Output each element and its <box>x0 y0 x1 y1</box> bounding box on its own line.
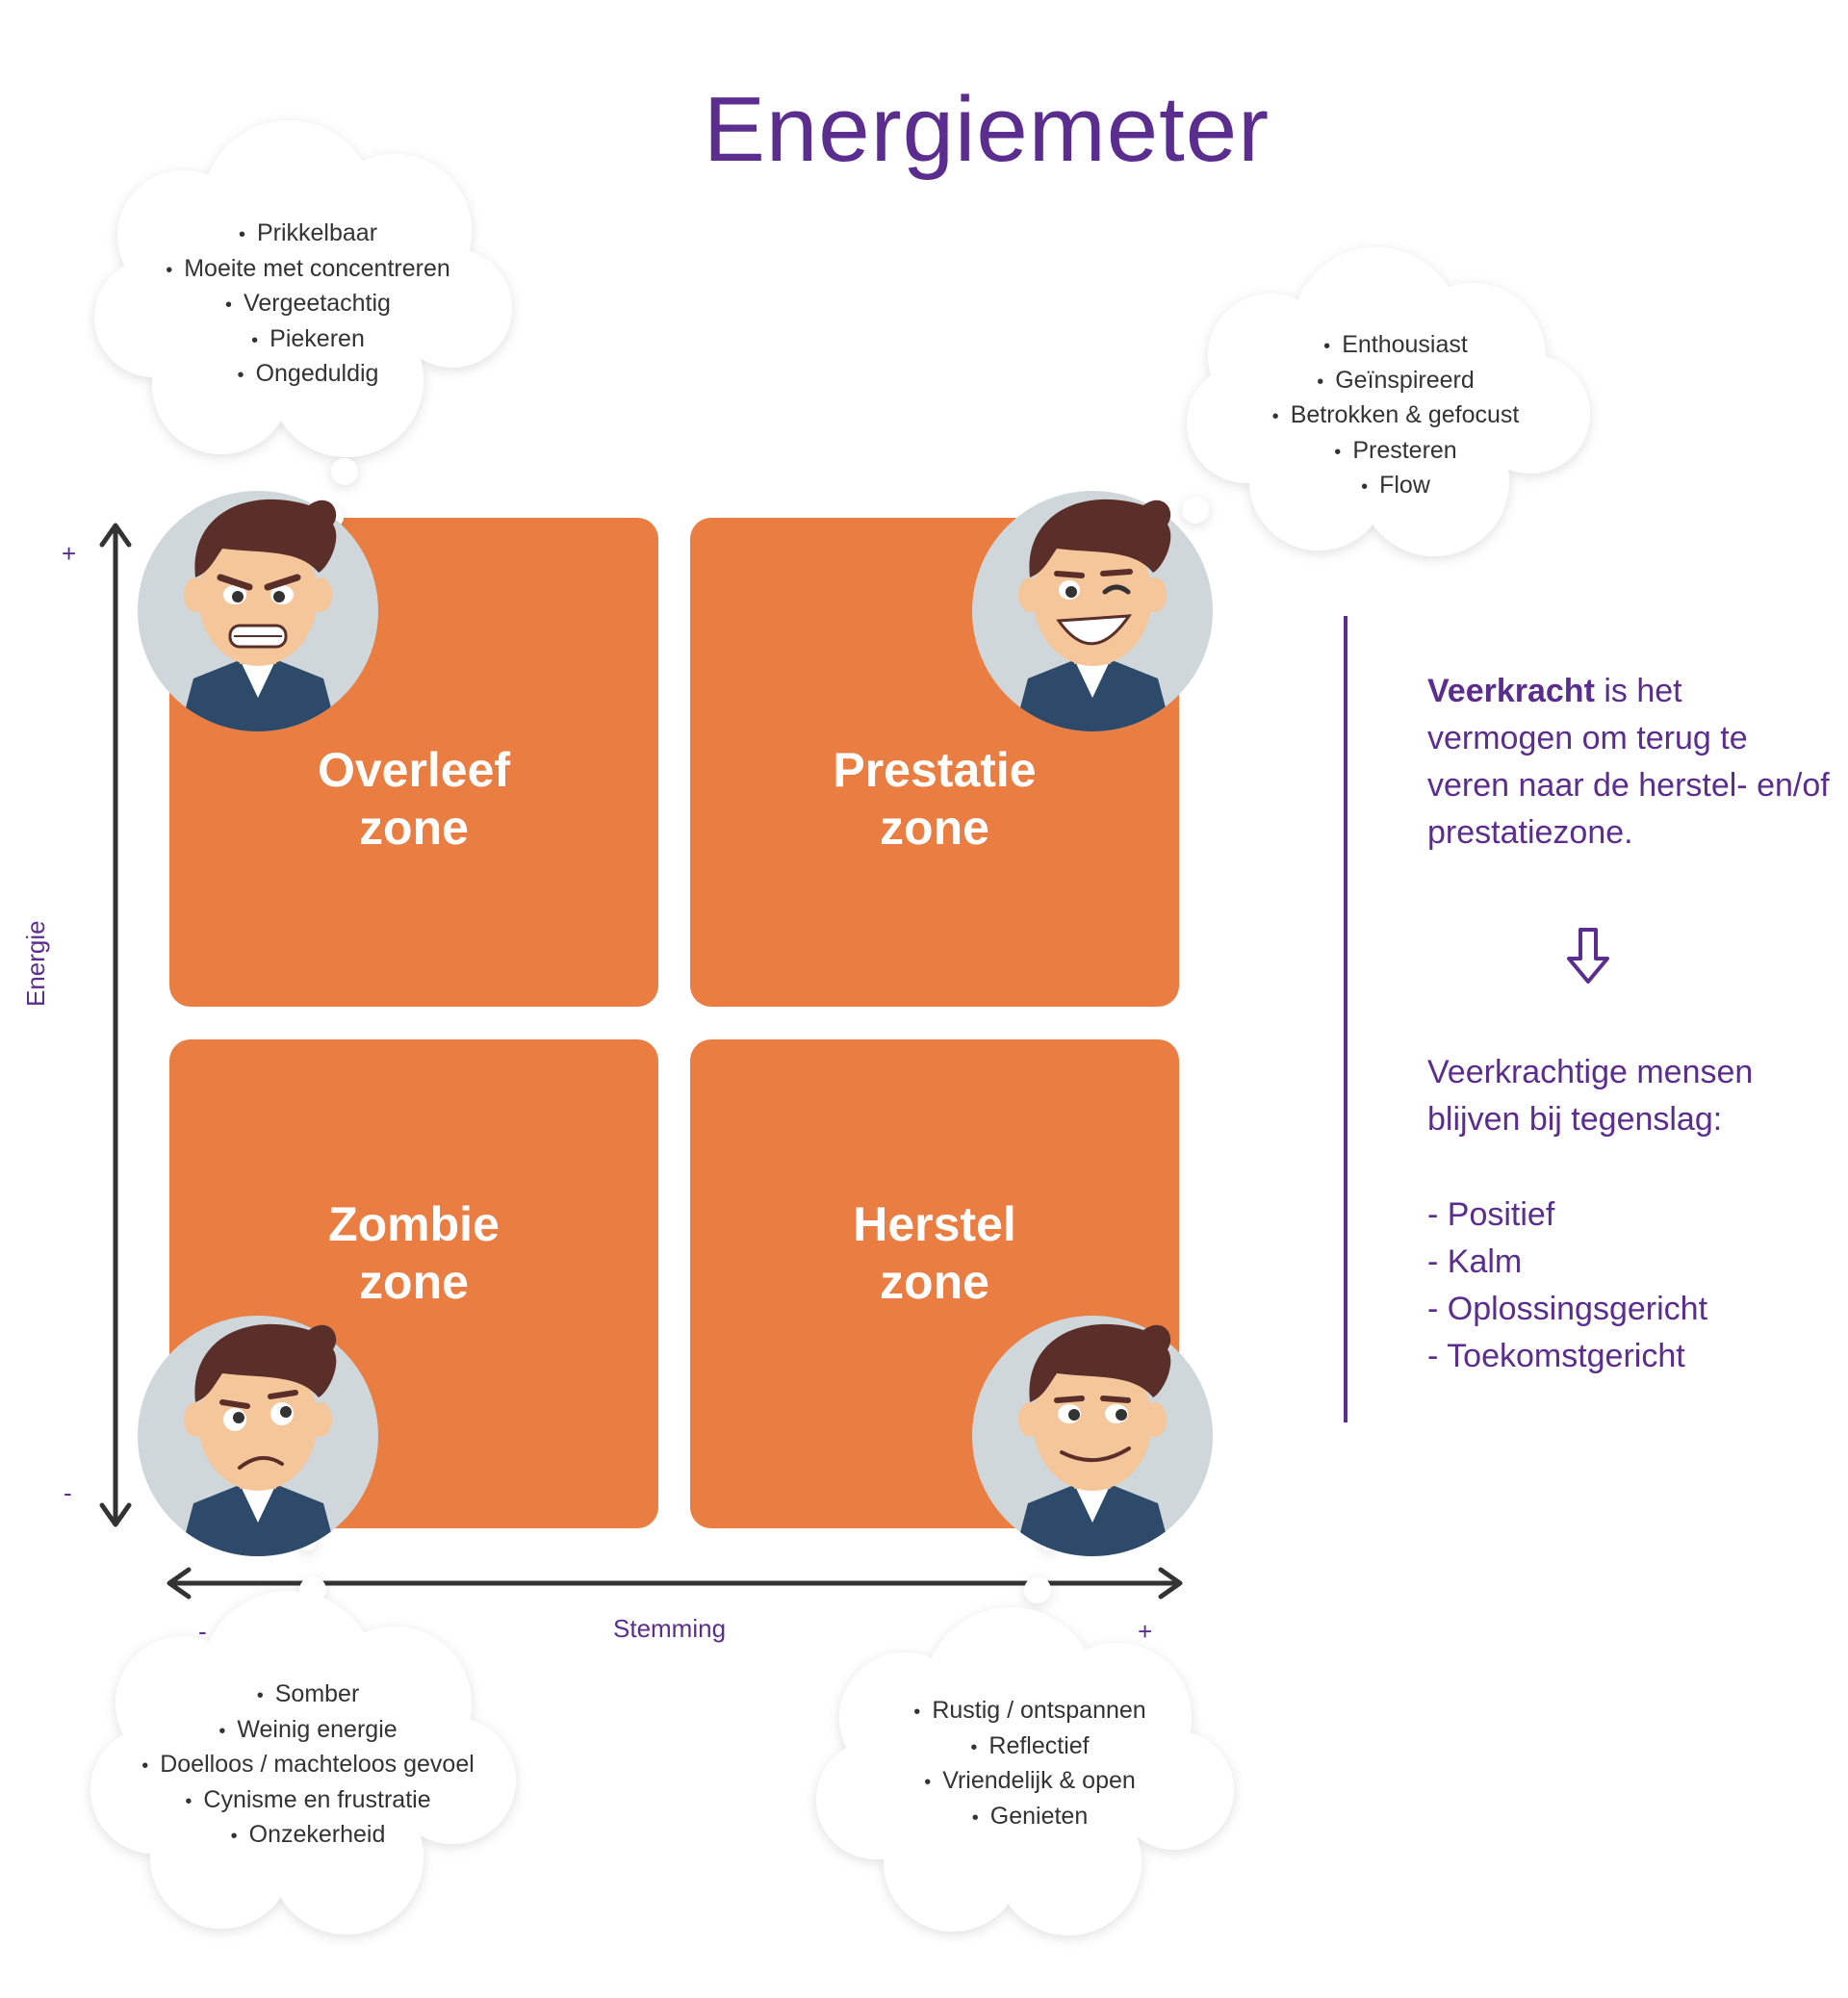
list-item: Vergeetachtig <box>106 287 510 322</box>
cloud-bottom-right-bubble <box>1024 1576 1051 1603</box>
avatar-sad <box>138 1316 378 1556</box>
list-item: Reflectief <box>828 1729 1232 1765</box>
y-axis-arrow-top <box>99 523 132 548</box>
side-definition-text: is het vermogen om terug te veren naar d… <box>1427 673 1830 851</box>
side-definition: Veerkracht is het vermogen om terug te v… <box>1427 668 1832 857</box>
zone-overleef-label: Overleef zone <box>317 743 511 855</box>
list-item: Somber <box>96 1678 520 1713</box>
side-divider <box>1344 616 1348 1422</box>
list-item: Vriendelijk & open <box>828 1764 1232 1800</box>
page-title: Energiemeter <box>703 78 1270 181</box>
zone-zombie-label: Zombie zone <box>328 1197 500 1309</box>
list-item: Ongeduldig <box>106 357 510 393</box>
cloud-bottom-left-bubble <box>299 1576 326 1603</box>
cloud-bottom-right-list: Rustig / ontspannen Reflectief Vriendeli… <box>828 1694 1232 1834</box>
list-item: Flow <box>1194 469 1598 504</box>
trait-item: - Oplossingsgericht <box>1427 1291 1708 1327</box>
x-axis-arrow-left <box>167 1567 192 1600</box>
trait-item: - Toekomstgericht <box>1427 1338 1685 1374</box>
list-item: Genieten <box>828 1800 1232 1835</box>
y-minus-sign: - <box>64 1478 72 1507</box>
side-traits: - Positief - Kalm - Oplossingsgericht - … <box>1427 1191 1832 1380</box>
down-arrow-icon <box>1567 928 1609 984</box>
cloud-bottom-left-list: Somber Weinig energie Doelloos / machtel… <box>96 1678 520 1854</box>
list-item: Weinig energie <box>96 1713 520 1749</box>
list-item: Doelloos / machteloos gevoel <box>96 1748 520 1783</box>
x-plus-sign: + <box>1138 1617 1153 1646</box>
list-item: Geïnspireerd <box>1194 364 1598 399</box>
x-minus-sign: - <box>198 1617 207 1646</box>
list-item: Onzekerheid <box>96 1818 520 1854</box>
x-axis-label: Stemming <box>613 1614 727 1643</box>
zone-herstel-label: Herstel zone <box>853 1197 1016 1309</box>
avatar-happy <box>972 491 1213 731</box>
list-item: Enthousiast <box>1194 328 1598 364</box>
list-item: Moeite met concentreren <box>106 252 510 288</box>
trait-item: - Positief <box>1427 1196 1555 1233</box>
x-axis-arrow-right <box>1158 1567 1183 1600</box>
avatar-calm <box>972 1316 1213 1556</box>
list-item: Prikkelbaar <box>106 217 510 252</box>
trait-item: - Kalm <box>1427 1243 1523 1280</box>
side-intro: Veerkrachtige mensen blijven bij tegensl… <box>1427 1054 1754 1138</box>
cloud-top-right-list: Enthousiast Geïnspireerd Betrokken & gef… <box>1194 328 1598 504</box>
list-item: Presteren <box>1194 434 1598 470</box>
zone-prestatie-label: Prestatie zone <box>833 743 1037 855</box>
cloud-top-left-bubble <box>331 458 358 485</box>
list-item: Betrokken & gefocust <box>1194 398 1598 434</box>
cloud-top-left-list: Prikkelbaar Moeite met concentreren Verg… <box>106 217 510 393</box>
side-term: Veerkracht <box>1427 673 1595 709</box>
list-item: Piekeren <box>106 322 510 358</box>
list-item: Cynisme en frustratie <box>96 1783 520 1819</box>
avatar-stressed <box>138 491 378 731</box>
y-axis-arrow-bottom <box>99 1502 132 1527</box>
list-item: Rustig / ontspannen <box>828 1694 1232 1729</box>
y-plus-sign: + <box>62 539 77 568</box>
